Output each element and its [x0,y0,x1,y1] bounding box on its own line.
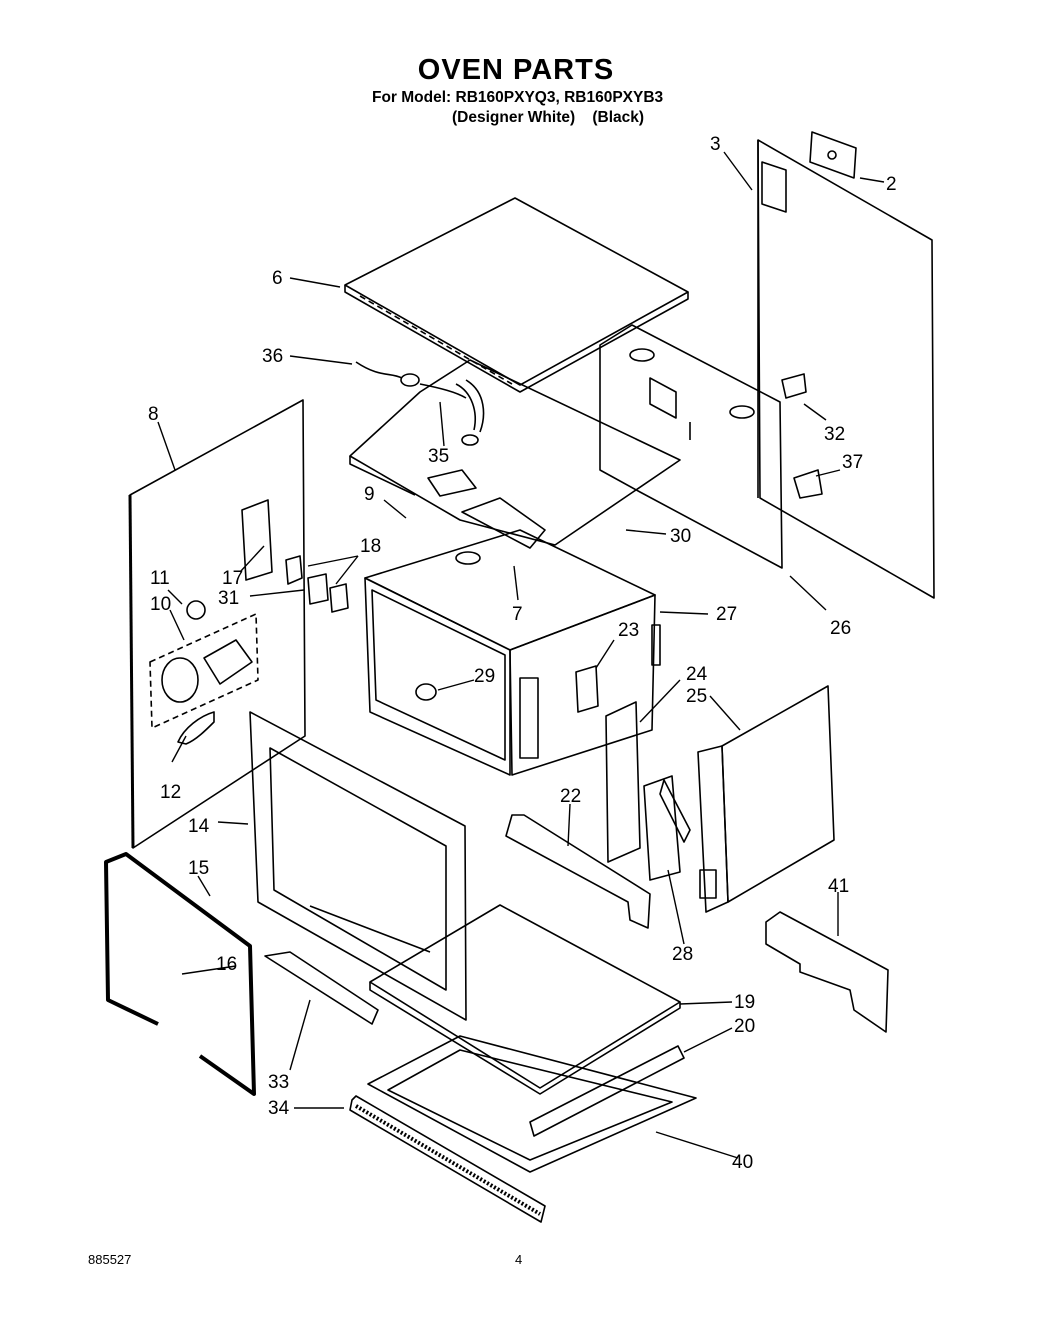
callout-32: 32 [824,424,845,445]
leader-lines [157,151,885,1159]
callout-24: 24 [686,664,708,685]
callout-12: 12 [160,782,181,803]
page-title: OVEN PARTS [417,54,615,86]
callout-30: 30 [670,526,691,547]
callout-35: 35 [428,446,449,467]
callout-27: 27 [716,604,737,625]
callout-17: 17 [222,568,243,589]
door-gasket [104,852,256,1096]
callout-26: 26 [830,618,851,639]
oven-cavity [364,529,661,776]
oven-bottom [369,904,681,1095]
callout-34: 34 [268,1098,290,1119]
callout-25: 25 [686,686,707,707]
callout-15: 15 [188,858,209,879]
side-access-panel [697,685,835,913]
support-rail [505,814,651,929]
model-line: For Model: RB160PXYQ3, RB160PXYB3 [372,89,664,106]
callout-11: 11 [150,568,170,589]
callout-8: 8 [148,404,159,425]
top-liner [349,359,681,549]
callout-37: 37 [842,452,863,473]
callout-28: 28 [672,944,693,965]
page-number: 4 [515,1252,523,1267]
model-info: For Model: RB160PXYQ3, RB160PXYB3 (Desig… [372,88,663,128]
bracket-hinge [605,701,691,881]
callout-36: 36 [262,346,283,367]
callout-19: 19 [734,992,755,1013]
callout-33: 33 [268,1072,289,1093]
callout-23: 23 [618,620,639,641]
callout-20: 20 [734,1016,755,1037]
wire-harness [355,361,485,446]
callout-22: 22 [560,786,581,807]
callout-14: 14 [188,816,210,837]
callout-29: 29 [474,666,495,687]
callout-16: 16 [216,954,237,975]
callout-3: 3 [710,134,721,155]
document-number: 885527 [88,1252,132,1267]
front-frame [249,711,467,1021]
top-panel [344,197,689,393]
callout-9: 9 [364,484,375,505]
callout-7: 7 [512,604,523,625]
side-panel-right [599,324,823,569]
side-panel-left [128,399,349,849]
trim-rail [529,1045,685,1137]
rear-panel [757,131,935,599]
shield-bracket [765,911,889,1033]
callout-31: 31 [218,588,239,609]
bottom-tray [367,1035,697,1173]
callout-18: 18 [360,536,381,557]
callout-41: 41 [828,876,849,897]
vent-trim [264,951,546,1223]
callout-2: 2 [886,174,897,195]
callout-labels: 2 3 6 36 8 35 32 37 9 30 18 17 11 31 10 … [148,134,897,1173]
callout-10: 10 [150,594,171,615]
finish-line: (Designer White) (Black) [452,109,645,126]
callout-40: 40 [732,1152,753,1173]
callout-6: 6 [272,268,283,289]
